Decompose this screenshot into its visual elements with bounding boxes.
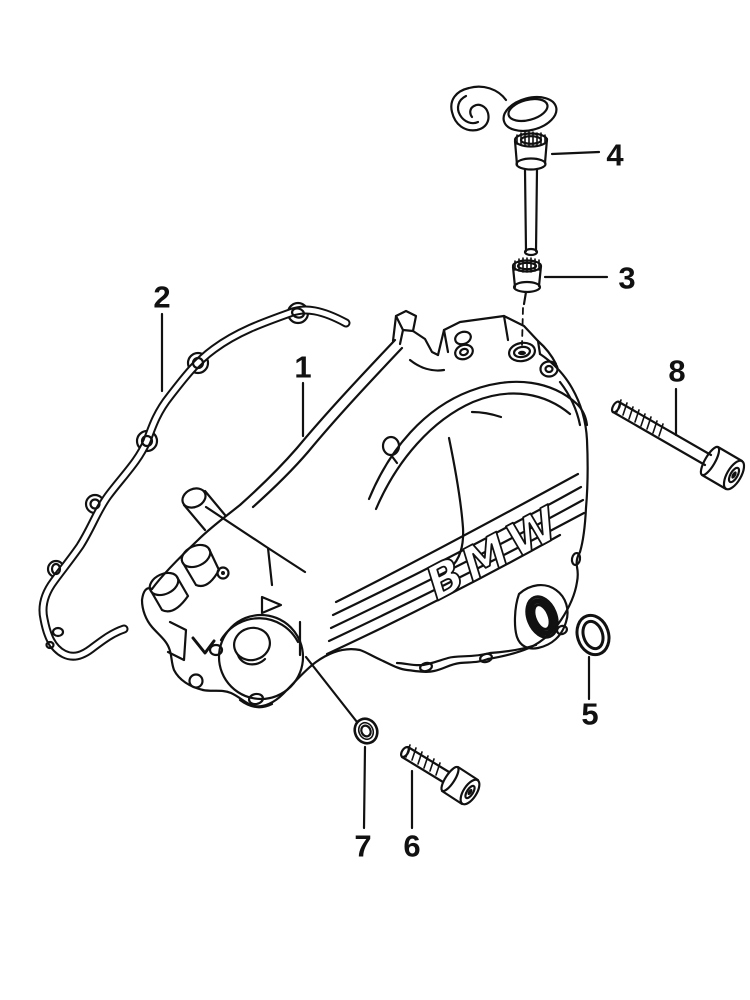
screw-short-drawing [399, 744, 481, 806]
callout-label-1: 1 [294, 349, 312, 385]
oil-dipstick-drawing [450, 85, 558, 257]
callout-leader-lines [160, 150, 678, 830]
callout-label-3: 3 [618, 260, 636, 296]
screw-long-drawing [610, 399, 746, 491]
callout-label-8: 8 [668, 353, 686, 389]
callout-label-5: 5 [581, 696, 599, 732]
washer-drawing [353, 717, 379, 745]
callout-label-7: 7 [354, 828, 372, 864]
bushing-drawing [511, 257, 543, 346]
bmw-logo-text: BMW [417, 494, 572, 610]
gasket-drawing [38, 301, 351, 661]
callout-label-6: 6 [403, 828, 421, 864]
engine-cover-drawing: BMW [140, 309, 589, 709]
callout-label-4: 4 [606, 137, 624, 173]
oring-drawing [575, 613, 611, 657]
callout-label-2: 2 [153, 279, 171, 315]
